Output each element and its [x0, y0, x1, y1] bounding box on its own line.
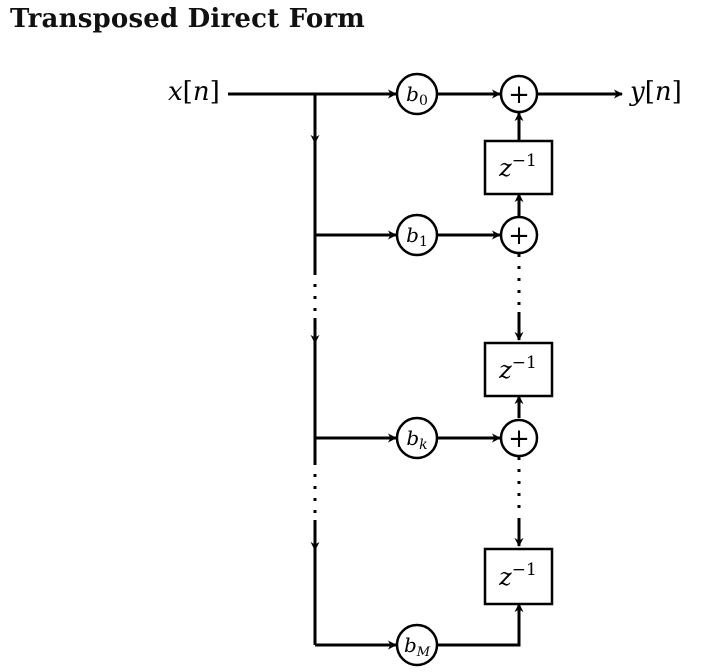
input-signal-label: x[n]	[168, 77, 220, 107]
svg-text:+: +	[508, 80, 530, 110]
svg-text:+: +	[508, 221, 530, 251]
coefficient-bM: bM	[395, 623, 439, 667]
coefficient-b1: b1	[395, 213, 439, 257]
svg-text:b1: b1	[406, 223, 428, 250]
page-title: Transposed Direct Form	[10, 4, 366, 34]
adder-k: +	[499, 418, 539, 458]
svg-text:+: +	[508, 424, 530, 454]
svg-text:bM: bM	[404, 633, 431, 660]
output-signal-label: y[n]	[629, 77, 682, 107]
adder-0: +	[499, 74, 539, 114]
delay-block-3: z−1	[483, 547, 554, 606]
svg-text:z−1: z−1	[498, 353, 537, 384]
svg-text:z−1: z−1	[498, 151, 537, 182]
delay-block-2: z−1	[483, 341, 554, 398]
svg-text:b0: b0	[406, 82, 428, 109]
bM-to-delay	[438, 603, 524, 647]
coefficient-bk: bk	[395, 416, 439, 460]
coefficient-b0: b0	[395, 72, 439, 116]
adder-1: +	[499, 215, 539, 255]
svg-text:bk: bk	[406, 426, 427, 453]
svg-text:z−1: z−1	[498, 560, 537, 591]
delay-block-1: z−1	[483, 139, 554, 196]
